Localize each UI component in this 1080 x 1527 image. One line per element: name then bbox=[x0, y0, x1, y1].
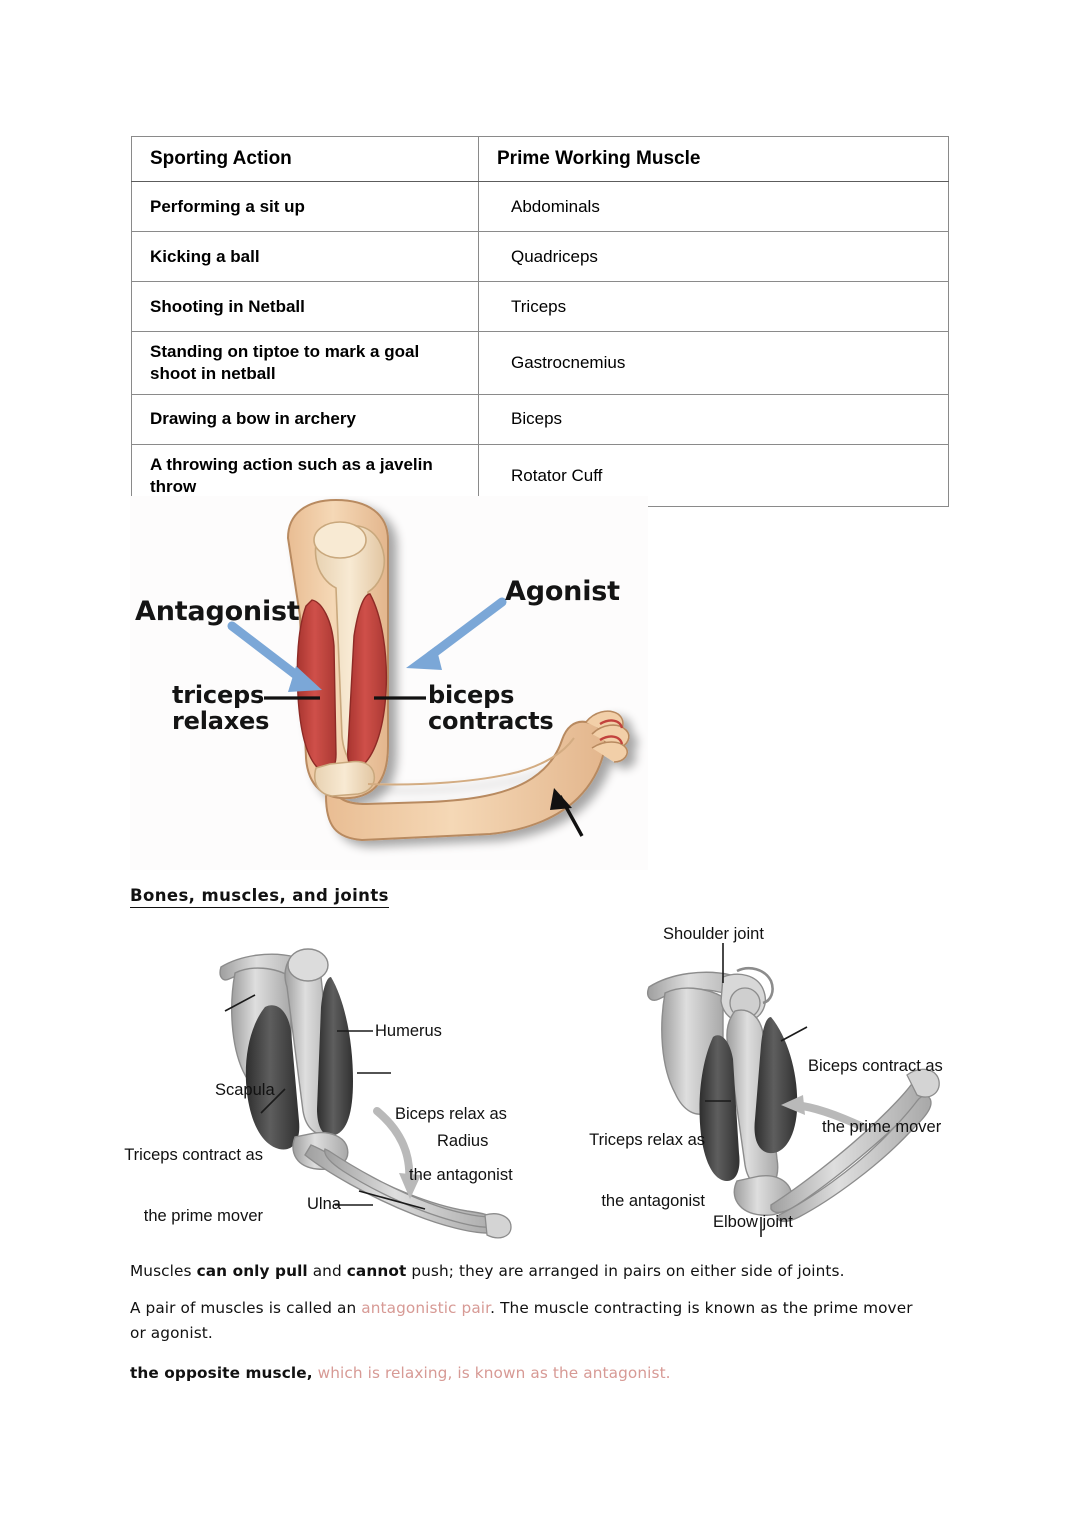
table-cell-action: Drawing a bow in archery bbox=[131, 393, 479, 445]
skeleton-illustration-left bbox=[125, 915, 545, 1245]
table-row: Kicking a ball Quadriceps bbox=[131, 231, 949, 283]
skeleton-label-ulna: Ulna bbox=[307, 1195, 341, 1213]
agonist-arrow-icon bbox=[406, 597, 507, 670]
arm-label-triceps-line1: triceps bbox=[172, 681, 265, 709]
table-cell-action: Shooting in Netball bbox=[131, 281, 479, 333]
triceps-muscle-right bbox=[699, 1035, 740, 1181]
p1-seg-e: push; they are arranged in pairs on eith… bbox=[406, 1262, 845, 1280]
pointer-arrow-icon bbox=[550, 788, 584, 837]
arm-label-antagonist: Antagonist bbox=[135, 596, 300, 627]
table-cell-action: Performing a sit up bbox=[131, 181, 479, 233]
table-body: Performing a sit up Abdominals Kicking a… bbox=[131, 181, 949, 508]
table-row: Standing on tiptoe to mark a goal shoot … bbox=[131, 331, 949, 395]
skeleton-label-biceps-relax-line1: Biceps relax as bbox=[395, 1104, 507, 1123]
paragraph-muscles-pull: Muscles can only pull and cannot push; t… bbox=[130, 1259, 920, 1284]
skeleton-label-triceps-relax-line2: the antagonist bbox=[601, 1192, 705, 1211]
skeleton-diagram-flexion: Shoulder joint Biceps contract as the pr… bbox=[565, 915, 965, 1245]
skeleton-label-triceps-contract-line1: Triceps contract as bbox=[124, 1145, 263, 1164]
sporting-action-table: Sporting Action Prime Working Muscle Per… bbox=[131, 135, 949, 508]
skeleton-label-triceps-contract-line2: the prime mover bbox=[143, 1207, 263, 1226]
table-cell-muscle: Abdominals bbox=[478, 181, 949, 233]
section-heading-bones-muscles-joints: Bones, muscles, and joints bbox=[130, 886, 389, 908]
sporting-action-table-wrapper: Sporting Action Prime Working Muscle Per… bbox=[131, 135, 949, 508]
arm-label-biceps-line2: contracts bbox=[428, 706, 554, 735]
skeleton-label-elbow-joint: Elbow joint bbox=[713, 1213, 793, 1231]
paragraph-antagonistic-pair: A pair of muscles is called an antagonis… bbox=[130, 1296, 920, 1346]
arm-label-biceps-line1: biceps bbox=[428, 681, 515, 709]
motion-arrow-left bbox=[373, 1107, 414, 1185]
p2-seg-highlight-antagonistic-pair: antagonistic pair bbox=[361, 1299, 491, 1317]
biceps-muscle-right bbox=[754, 1017, 798, 1154]
p1-seg-c: and bbox=[307, 1262, 347, 1280]
arm-label-biceps-contracts: biceps contracts bbox=[428, 681, 554, 735]
skeleton-label-biceps-relax: Biceps relax as the antagonist bbox=[395, 1063, 513, 1227]
table-cell-muscle: Quadriceps bbox=[478, 231, 949, 283]
table-cell-muscle: Gastrocnemius bbox=[478, 331, 949, 395]
p1-seg-bold-can-only-pull: can only pull bbox=[196, 1262, 308, 1280]
table-row: Drawing a bow in archery Biceps bbox=[131, 393, 949, 445]
skeleton-label-shoulder-joint: Shoulder joint bbox=[663, 925, 764, 943]
p2-seg-a: A pair of muscles is called an bbox=[130, 1299, 362, 1317]
table-cell-action: Kicking a ball bbox=[131, 231, 479, 283]
biceps-muscle-left bbox=[317, 977, 353, 1136]
skeleton-label-humerus: Humerus bbox=[375, 1022, 442, 1040]
skeleton-label-triceps-contract: Triceps contract as the prime mover bbox=[123, 1104, 263, 1268]
antagonist-arrow-icon bbox=[227, 621, 322, 692]
table-header-prime-working-muscle: Prime Working Muscle bbox=[478, 135, 949, 183]
skeleton-label-biceps-contract: Biceps contract as the prime mover bbox=[808, 1015, 943, 1179]
biceps-muscle bbox=[347, 593, 388, 769]
skeleton-diagram-extension: Humerus Scapula Biceps relax as the anta… bbox=[124, 915, 545, 1245]
skeleton-label-radius: Radius bbox=[437, 1132, 489, 1150]
table-cell-muscle: Triceps bbox=[478, 281, 949, 333]
skeleton-illustration-right bbox=[565, 915, 965, 1245]
paragraph-opposite-muscle: the opposite muscle, which is relaxing, … bbox=[130, 1361, 920, 1386]
p3-seg-highlight-relaxing-antagonist: which is relaxing, is known as the antag… bbox=[312, 1364, 671, 1382]
p1-seg-bold-cannot: cannot bbox=[346, 1262, 407, 1280]
skeleton-diagrams-area: Humerus Scapula Biceps relax as the anta… bbox=[124, 915, 965, 1245]
table-cell-action: Standing on tiptoe to mark a goal shoot … bbox=[131, 331, 479, 395]
p1-seg-a: Muscles bbox=[130, 1262, 197, 1280]
skeleton-label-biceps-contract-line1: Biceps contract as bbox=[808, 1056, 943, 1075]
p3-seg-bold-opposite-muscle: the opposite muscle, bbox=[130, 1364, 313, 1382]
p2-seg-c: . The muscle contracting is known as the… bbox=[130, 1299, 913, 1342]
arm-label-triceps-relaxes: triceps relaxes bbox=[172, 681, 270, 735]
agonist-antagonist-arm-figure: Antagonist Agonist triceps relaxes bicep… bbox=[130, 496, 648, 870]
table-row: Shooting in Netball Triceps bbox=[131, 281, 949, 333]
triceps-muscle-left bbox=[245, 1005, 300, 1150]
skeleton-label-triceps-relax: Triceps relax as the antagonist bbox=[559, 1089, 705, 1253]
table-header-sporting-action: Sporting Action bbox=[131, 135, 479, 183]
table-row: Performing a sit up Abdominals bbox=[131, 181, 949, 233]
skeleton-label-biceps-contract-line2: the prime mover bbox=[822, 1118, 942, 1137]
skeleton-label-biceps-relax-line2: the antagonist bbox=[409, 1166, 513, 1185]
table-header-row: Sporting Action Prime Working Muscle bbox=[131, 135, 949, 183]
table-cell-muscle: Biceps bbox=[478, 393, 949, 445]
skeleton-label-triceps-relax-line1: Triceps relax as bbox=[589, 1130, 705, 1149]
arm-label-agonist: Agonist bbox=[505, 576, 620, 607]
skeleton-label-scapula: Scapula bbox=[215, 1081, 275, 1099]
arm-body-group bbox=[286, 498, 630, 842]
arm-illustration bbox=[130, 496, 648, 870]
arm-label-triceps-line2: relaxes bbox=[172, 706, 270, 735]
